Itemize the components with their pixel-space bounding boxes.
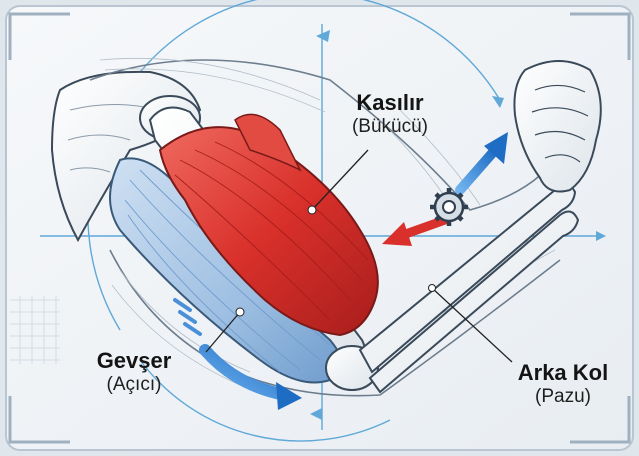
back-arm-label-subtitle: (Pazu) bbox=[508, 386, 618, 408]
leader-dot-contracted bbox=[308, 206, 316, 214]
back-arm-label: Arka Kol (Pazu) bbox=[508, 360, 618, 408]
relaxed-label-subtitle: (Açıcı) bbox=[84, 374, 184, 396]
contracted-label-subtitle: (Bükücü) bbox=[330, 116, 450, 138]
leader-dot-back-arm bbox=[429, 285, 436, 292]
contracted-label-title: Kasılır bbox=[330, 90, 450, 116]
contracted-label: Kasılır (Bükücü) bbox=[330, 90, 450, 138]
back-arm-label-title: Arka Kol bbox=[508, 360, 618, 386]
relaxed-label: Gevşer (Açıcı) bbox=[84, 348, 184, 396]
leader-dot-relaxed bbox=[236, 308, 244, 316]
relaxed-label-title: Gevşer bbox=[84, 348, 184, 374]
